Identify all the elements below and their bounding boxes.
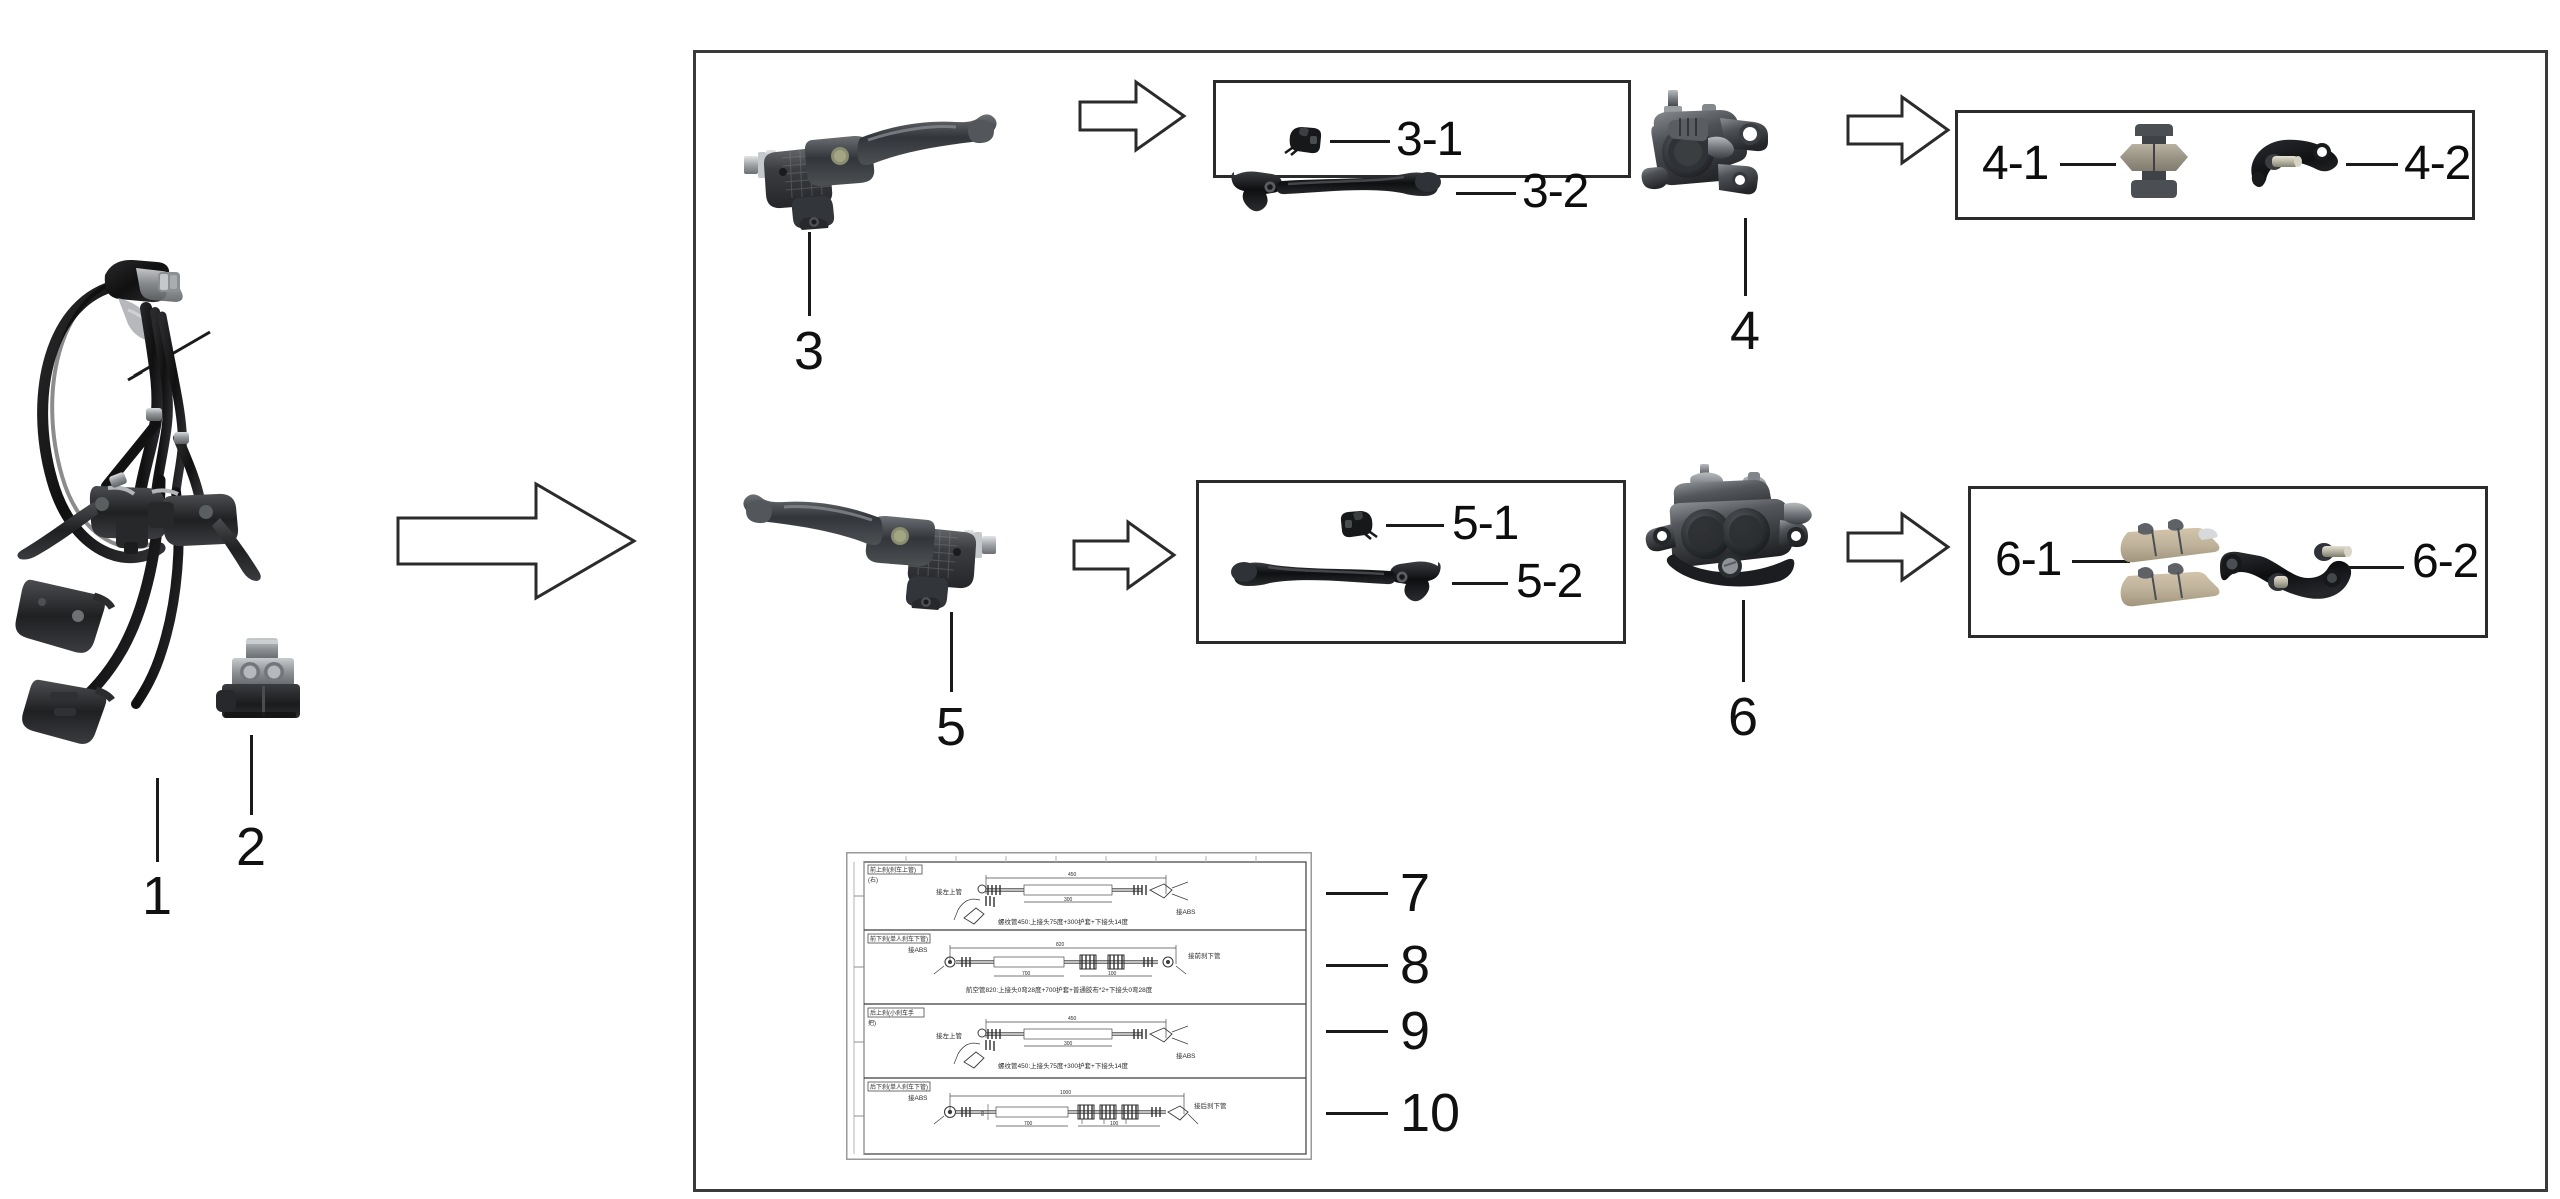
callout-label-5-1: 5-1 (1452, 497, 1519, 550)
brake-pad-set-4-1-image (2118, 122, 2190, 206)
svg-text:接ABS: 接ABS (908, 1093, 928, 1102)
leader-line-4-2 (2346, 163, 2398, 166)
leader-line-6 (1742, 600, 1745, 682)
svg-text:450: 450 (1068, 1016, 1077, 1022)
caliper-mount-bracket-4-2-image (2244, 136, 2342, 192)
brake-lever-5-2-image (1222, 558, 1444, 606)
svg-text:1000: 1000 (1060, 1090, 1071, 1096)
callout-label-6-1: 6-1 (1995, 533, 2062, 586)
svg-text:前上刹(刹车上管): 前上刹(刹车上管) (870, 866, 916, 874)
svg-text:航空管820:上接头0弯28度+700护套+普通胶布*2+下: 航空管820:上接头0弯28度+700护套+普通胶布*2+下接头0弯28度 (966, 985, 1153, 994)
svg-text:300: 300 (1064, 1041, 1073, 1047)
brake-hose-technical-drawing: 前上刹(刹车上管) (右) 接左上管 450 (846, 852, 1312, 1160)
svg-text:前下刹(单人刹车下管): 前下刹(单人刹车下管) (870, 935, 928, 943)
svg-text:接前刹下管: 接前刹下管 (1188, 951, 1221, 960)
brake-light-switch-5-1-image (1338, 510, 1378, 540)
leader-line-2 (250, 735, 253, 815)
leader-line-7 (1326, 892, 1388, 895)
svg-text:100: 100 (1110, 1121, 1119, 1127)
callout-label-4-1: 4-1 (1982, 137, 2049, 190)
leader-line-6-1 (2072, 560, 2130, 563)
svg-text:700: 700 (1022, 971, 1031, 977)
subassembly-box-3 (1213, 80, 1631, 178)
left-master-cylinder-lever-assembly-image (730, 490, 998, 610)
leader-line-4-1 (2060, 163, 2116, 166)
caliper-mount-bracket-6-2-image (2212, 534, 2358, 606)
callout-label-6-2: 6-2 (2412, 535, 2479, 588)
flow-arrow-main (396, 481, 637, 601)
svg-text:450: 450 (1068, 872, 1077, 878)
right-master-cylinder-lever-assembly-image (742, 110, 1006, 230)
svg-text:接ABS: 接ABS (1176, 1051, 1196, 1060)
callout-label-7: 7 (1400, 863, 1431, 923)
callout-label-8: 8 (1400, 935, 1431, 995)
leader-line-9 (1326, 1030, 1388, 1033)
svg-text:300: 300 (1064, 897, 1073, 903)
leader-line-3-1 (1330, 140, 1390, 143)
callout-label-6: 6 (1728, 687, 1759, 747)
svg-text:后下刹(单人刹车下管): 后下刹(单人刹车下管) (870, 1083, 928, 1091)
callout-label-4: 4 (1730, 301, 1761, 361)
subassembly-box-5 (1196, 480, 1626, 644)
svg-text:接左上管: 接左上管 (936, 1031, 963, 1040)
svg-text:后上刹(小刹车手: 后上刹(小刹车手 (870, 1009, 914, 1017)
brake-cable-harness-assembly-image (10, 180, 340, 790)
svg-text:接ABS: 接ABS (1176, 907, 1196, 916)
brake-lever-3-2-image (1228, 168, 1448, 214)
callout-label-10: 10 (1400, 1083, 1461, 1143)
callout-label-3-1: 3-1 (1396, 113, 1463, 166)
brake-pad-set-6-1-image (2120, 508, 2234, 616)
svg-text:螺纹管450:上接头75度+300护套+下接头14度: 螺纹管450:上接头75度+300护套+下接头14度 (998, 1061, 1129, 1070)
svg-text:100: 100 (1108, 971, 1117, 977)
leader-line-5 (950, 612, 953, 692)
flow-arrow-5-to-5x (1072, 519, 1177, 591)
leader-line-3-2 (1456, 192, 1516, 195)
svg-text:接ABS: 接ABS (908, 945, 928, 954)
svg-text:接左上管: 接左上管 (936, 887, 963, 896)
leader-line-10 (1326, 1112, 1388, 1115)
callout-label-1: 1 (142, 866, 173, 926)
callout-label-9: 9 (1400, 1001, 1431, 1061)
svg-text:把): 把) (868, 1019, 876, 1027)
svg-text:820: 820 (1056, 942, 1065, 948)
flow-arrow-6-to-6x (1846, 511, 1951, 583)
brake-light-switch-3-1-image (1284, 126, 1324, 156)
flow-arrow-4-to-4x (1846, 94, 1951, 166)
svg-text:螺纹管450:上接头75度+300护套+下接头14度: 螺纹管450:上接头75度+300护套+下接头14度 (998, 917, 1129, 926)
leader-line-6-2 (2348, 566, 2404, 569)
rear-brake-caliper-image (1645, 462, 1848, 598)
callout-label-5-2: 5-2 (1516, 555, 1583, 608)
front-brake-caliper-image (1640, 88, 1820, 210)
leader-line-5-2 (1452, 582, 1508, 585)
svg-text:50: 50 (980, 1110, 985, 1116)
abs-junction-block-image (212, 636, 320, 732)
callout-label-5: 5 (936, 697, 967, 757)
leader-line-3 (808, 232, 811, 316)
callout-label-4-2: 4-2 (2404, 137, 2471, 190)
svg-text:接后刹下管: 接后刹下管 (1194, 1101, 1227, 1110)
leader-line-5-1 (1386, 524, 1444, 527)
leader-line-8 (1326, 964, 1388, 967)
callout-label-3-2: 3-2 (1522, 165, 1589, 218)
flow-arrow-3-to-3x (1078, 79, 1187, 153)
svg-text:(右): (右) (868, 876, 878, 884)
leader-line-1 (156, 778, 159, 862)
callout-label-3: 3 (794, 321, 825, 381)
svg-text:700: 700 (1024, 1121, 1033, 1127)
callout-label-2: 2 (236, 817, 267, 877)
leader-line-4 (1744, 218, 1747, 296)
